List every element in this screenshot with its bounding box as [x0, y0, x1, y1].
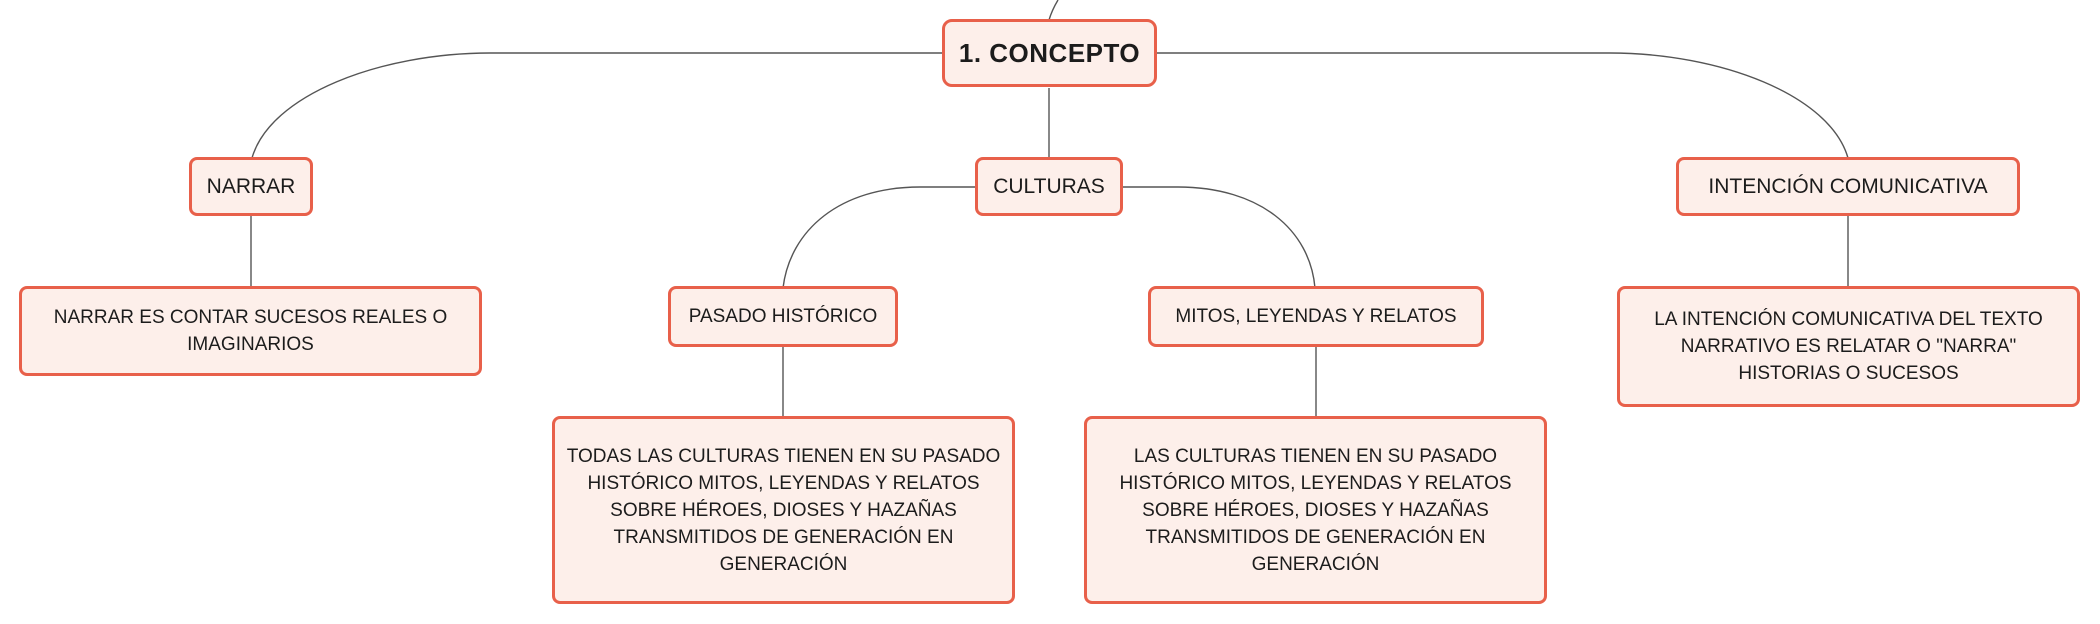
connector-culturas-mitos	[1123, 186, 1316, 289]
node-pasado-label: PASADO HISTÓRICO	[688, 306, 878, 327]
node-mitos-leyendas-relatos[interactable]: MITOS, LEYENDAS Y RELATOS	[1148, 286, 1484, 347]
node-narrar-label: NARRAR	[206, 175, 296, 198]
root-node-label: 1. CONCEPTO	[958, 37, 1141, 68]
node-intencion-label: INTENCIÓN COMUNICATIVA	[1708, 175, 1988, 198]
connector-root-narrar	[251, 52, 942, 159]
connector-culturas-pasado	[782, 186, 975, 289]
node-intencion-detail[interactable]: LA INTENCIÓN COMUNICATIVA DEL TEXTO NARR…	[1617, 286, 2080, 407]
node-culturas-label: CULTURAS	[993, 175, 1105, 198]
node-narrar-detail[interactable]: NARRAR ES CONTAR SUCESOS REALES O IMAGIN…	[19, 286, 482, 376]
node-intencion-comunicativa[interactable]: INTENCIÓN COMUNICATIVA	[1676, 157, 2020, 216]
node-mitos-detail[interactable]: LAS CULTURAS TIENEN EN SU PASADO HISTÓRI…	[1084, 416, 1547, 604]
node-intencion-detail-text: LA INTENCIÓN COMUNICATIVA DEL TEXTO NARR…	[1654, 309, 2043, 384]
node-mitos-label: MITOS, LEYENDAS Y RELATOS	[1175, 306, 1457, 327]
node-mitos-detail-text: LAS CULTURAS TIENEN EN SU PASADO HISTÓRI…	[1119, 445, 1512, 575]
connector-root-intencion	[1157, 52, 1849, 159]
root-node-concepto[interactable]: 1. CONCEPTO	[942, 19, 1157, 87]
node-pasado-historico[interactable]: PASADO HISTÓRICO	[668, 286, 898, 347]
node-narrar[interactable]: NARRAR	[189, 157, 313, 216]
node-pasado-detail-text: TODAS LAS CULTURAS TIENEN EN SU PASADO H…	[566, 445, 1001, 575]
node-narrar-detail-text: NARRAR ES CONTAR SUCESOS REALES O IMAGIN…	[53, 307, 448, 355]
node-pasado-detail[interactable]: TODAS LAS CULTURAS TIENEN EN SU PASADO H…	[552, 416, 1015, 604]
node-culturas[interactable]: CULTURAS	[975, 157, 1123, 216]
connector-parent-root	[1048, 0, 1059, 21]
